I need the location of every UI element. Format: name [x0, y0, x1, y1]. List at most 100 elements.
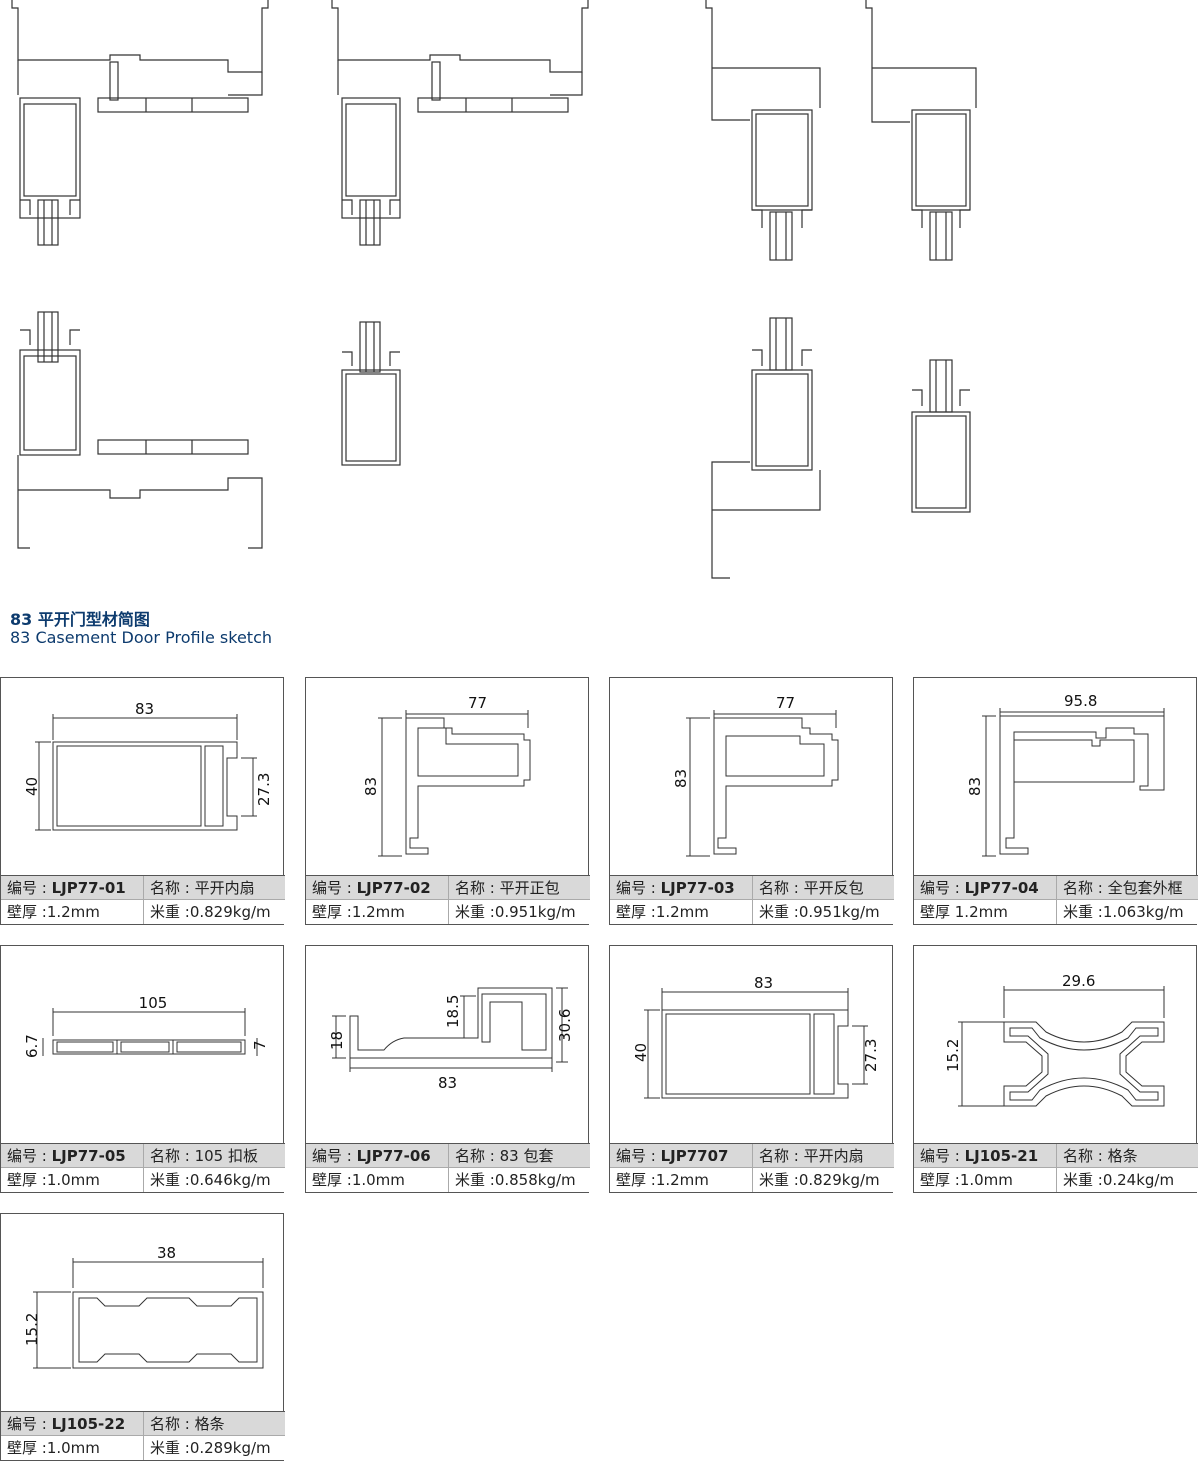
profile-drawing: 83 40 27.3 — [632, 974, 880, 1099]
code-label: 编号 : — [7, 879, 52, 897]
weight-label: 米重 : — [759, 903, 799, 921]
wall-thickness: 壁厚 :1.2mm — [616, 1171, 709, 1189]
name-label: 名称 : — [1063, 1147, 1108, 1165]
heading-en: 83 Casement Door Profile sketch — [10, 628, 273, 647]
dim-label: 6.7 — [23, 1034, 41, 1058]
profile-drawing: 105 6.7 7 — [23, 994, 269, 1058]
profile-info: 编号 : LJP77-04 名称 : 全包套外框 壁厚 1.2mm 米重 :1.… — [914, 875, 1198, 924]
profile-name: 平开内扇 — [194, 879, 255, 897]
profile-code: LJP77-03 — [660, 879, 735, 897]
weight-label: 米重 : — [150, 1171, 190, 1189]
profile-weight: 0.858kg/m — [494, 1171, 576, 1189]
code-label: 编号 : — [7, 1415, 52, 1433]
profile-name: 平开正包 — [499, 879, 560, 897]
name-label: 名称 : — [759, 1147, 804, 1165]
dim-label: 40 — [632, 1043, 650, 1062]
name-label: 名称 : — [455, 879, 500, 897]
profile-weight: 0.951kg/m — [494, 903, 576, 921]
profile-info: 编号 : LJP77-06 名称 : 83 包套 壁厚 :1.0mm 米重 :0… — [306, 1143, 590, 1192]
assembly-sketches — [11, 0, 977, 579]
code-label: 编号 : — [616, 879, 661, 897]
profile-info: 编号 : LJ105-21 名称 : 格条 壁厚 :1.0mm 米重 :0.24… — [914, 1143, 1198, 1192]
profile-card-ljp77-06: 83 18 18.5 30.6 编号 : LJP77-06 名称 : 83 包套… — [305, 945, 590, 1193]
name-label: 名称 : — [150, 879, 195, 897]
weight-label: 米重 : — [455, 903, 495, 921]
name-label: 名称 : — [455, 1147, 500, 1165]
weight-label: 米重 : — [1063, 1171, 1103, 1189]
profile-card-lj105-22: 38 15.2 编号 : LJ105-22 名称 : 格条 壁厚 :1.0mm … — [0, 1213, 285, 1461]
profile-weight: 1.063kg/m — [1102, 903, 1184, 921]
profile-code: LJP77-06 — [356, 1147, 431, 1165]
wall-thickness: 壁厚 :1.0mm — [7, 1171, 100, 1189]
profile-drawing: 83 18 18.5 30.6 — [328, 987, 574, 1092]
assembly-6 — [341, 321, 401, 466]
profile-name: 平开内扇 — [803, 1147, 864, 1165]
profile-name: 83 包套 — [499, 1147, 554, 1165]
dim-label: 29.6 — [1062, 972, 1095, 990]
profile-code: LJP77-04 — [964, 879, 1039, 897]
assembly-4 — [865, 0, 977, 261]
wall-thickness: 壁厚 :1.0mm — [7, 1439, 100, 1457]
assembly-2 — [331, 0, 589, 246]
weight-label: 米重 : — [150, 1439, 190, 1457]
profile-info: 编号 : LJP77-05 名称 : 105 扣板 壁厚 :1.0mm 米重 :… — [1, 1143, 285, 1192]
wall-thickness: 壁厚 :1.2mm — [312, 903, 405, 921]
code-label: 编号 : — [920, 879, 965, 897]
code-label: 编号 : — [616, 1147, 661, 1165]
profile-info: 编号 : LJP77-01 名称 : 平开内扇 壁厚 :1.2mm 米重 :0.… — [1, 875, 285, 924]
wall-thickness: 壁厚 :1.0mm — [312, 1171, 405, 1189]
dim-label: 27.3 — [862, 1039, 880, 1072]
dim-label: 83 — [438, 1074, 457, 1092]
profile-code: LJP77-02 — [356, 879, 431, 897]
profile-name: 平开反包 — [803, 879, 864, 897]
profile-card-ljp7707: 83 40 27.3 编号 : LJP7707 名称 : 平开内扇 壁厚 :1.… — [609, 945, 894, 1193]
profile-info: 编号 : LJP77-02 名称 : 平开正包 壁厚 :1.2mm 米重 :0.… — [306, 875, 590, 924]
profile-name: 105 扣板 — [194, 1147, 258, 1165]
dim-label: 15.2 — [23, 1313, 41, 1346]
assembly-5 — [17, 311, 263, 549]
dim-label: 77 — [776, 694, 795, 712]
wall-thickness: 壁厚 :1.2mm — [7, 903, 100, 921]
profile-drawing: 77 83 — [362, 694, 531, 857]
profile-weight: 0.829kg/m — [798, 1171, 880, 1189]
code-label: 编号 : — [312, 879, 357, 897]
profile-card-ljp77-03: 77 83 编号 : LJP77-03 名称 : 平开反包 壁厚 :1.2mm … — [609, 677, 894, 925]
code-label: 编号 : — [7, 1147, 52, 1165]
dim-label: 18 — [328, 1031, 346, 1050]
profile-info: 编号 : LJP77-03 名称 : 平开反包 壁厚 :1.2mm 米重 :0.… — [610, 875, 894, 924]
dim-label: 83 — [672, 769, 690, 788]
dim-label: 83 — [362, 777, 380, 796]
profile-code: LJP7707 — [660, 1147, 729, 1165]
profile-weight: 0.24kg/m — [1102, 1171, 1175, 1189]
profile-code: LJ105-22 — [51, 1415, 126, 1433]
wall-thickness: 壁厚 :1.0mm — [920, 1171, 1013, 1189]
profile-card-ljp77-01: 83 40 27.3 编号 : LJP77-01 名称 : 平开内扇 壁厚 :1… — [0, 677, 285, 925]
profile-code: LJP77-01 — [51, 879, 126, 897]
profile-info: 编号 : LJ105-22 名称 : 格条 壁厚 :1.0mm 米重 :0.28… — [1, 1411, 285, 1460]
profile-weight: 0.951kg/m — [798, 903, 880, 921]
profile-card-lj105-21: 29.6 15.2 编号 : LJ105-21 名称 : 格条 壁厚 :1.0m… — [913, 945, 1198, 1193]
profile-card-ljp77-02: 77 83 编号 : LJP77-02 名称 : 平开正包 壁厚 :1.2mm … — [305, 677, 590, 925]
dim-label: 83 — [754, 974, 773, 992]
profile-drawing: 77 83 — [672, 694, 839, 857]
dim-label: 15.2 — [944, 1039, 962, 1072]
profile-card-ljp77-04: 95.8 83 编号 : LJP77-04 名称 : 全包套外框 壁厚 1.2m… — [913, 677, 1198, 925]
profile-weight: 0.829kg/m — [189, 903, 271, 921]
name-label: 名称 : — [150, 1415, 195, 1433]
dim-label: 83 — [135, 700, 154, 718]
profile-name: 格条 — [1107, 1147, 1138, 1165]
dim-label: 105 — [139, 994, 168, 1012]
code-label: 编号 : — [920, 1147, 965, 1165]
dim-label: 30.6 — [556, 1009, 574, 1042]
profile-drawing: 29.6 15.2 — [944, 972, 1165, 1107]
wall-thickness: 壁厚 1.2mm — [920, 903, 1008, 921]
dim-label: 27.3 — [255, 773, 273, 806]
dim-label: 38 — [157, 1244, 176, 1262]
profile-name: 格条 — [194, 1415, 225, 1433]
wall-thickness: 壁厚 :1.2mm — [616, 903, 709, 921]
profile-drawing: 38 15.2 — [23, 1244, 264, 1369]
assembly-7 — [711, 317, 821, 579]
profile-code: LJP77-05 — [51, 1147, 126, 1165]
assembly-1 — [11, 0, 269, 246]
profile-drawing: 95.8 83 — [966, 692, 1165, 857]
